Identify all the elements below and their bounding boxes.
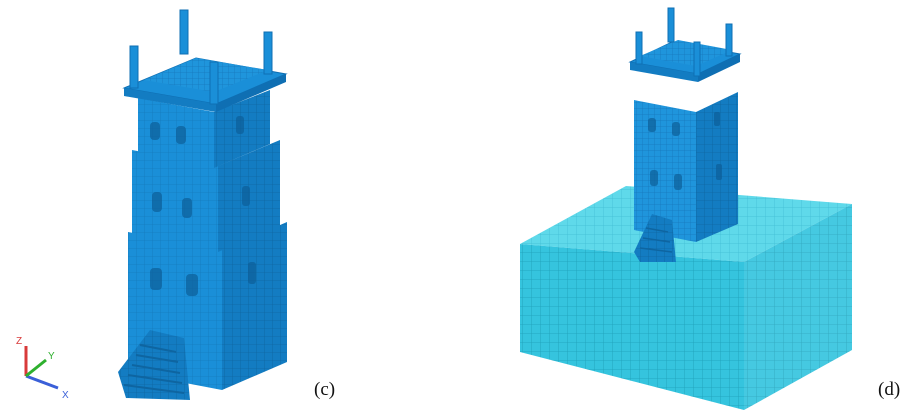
y-axis-label: Y	[48, 351, 55, 362]
tower-base-side	[222, 222, 287, 390]
tower-d-windows	[648, 112, 722, 190]
x-axis-label: X	[62, 390, 69, 401]
tower-windows	[150, 116, 256, 296]
tower-d-staircase	[634, 214, 676, 262]
tower-shaft-front	[132, 150, 218, 252]
tower-model-c	[118, 9, 288, 400]
tower-d-posts	[635, 7, 733, 77]
z-axis-label: Z	[16, 336, 22, 347]
tower-roof	[144, 58, 268, 92]
parapet-posts	[129, 9, 273, 105]
panel-label-c: (c)	[314, 379, 336, 400]
soil-model-d	[520, 7, 852, 410]
tower-d-roof	[640, 40, 732, 66]
tower-d-front	[634, 100, 696, 242]
soil-block-front	[520, 244, 744, 410]
tower-staircase	[118, 330, 190, 400]
soil-block-side	[744, 204, 852, 410]
axis-triad: Z Y X	[16, 336, 69, 401]
x-axis-arrow	[25, 374, 59, 390]
panel-label-d: (d)	[878, 379, 901, 400]
y-axis-arrow	[25, 358, 47, 378]
